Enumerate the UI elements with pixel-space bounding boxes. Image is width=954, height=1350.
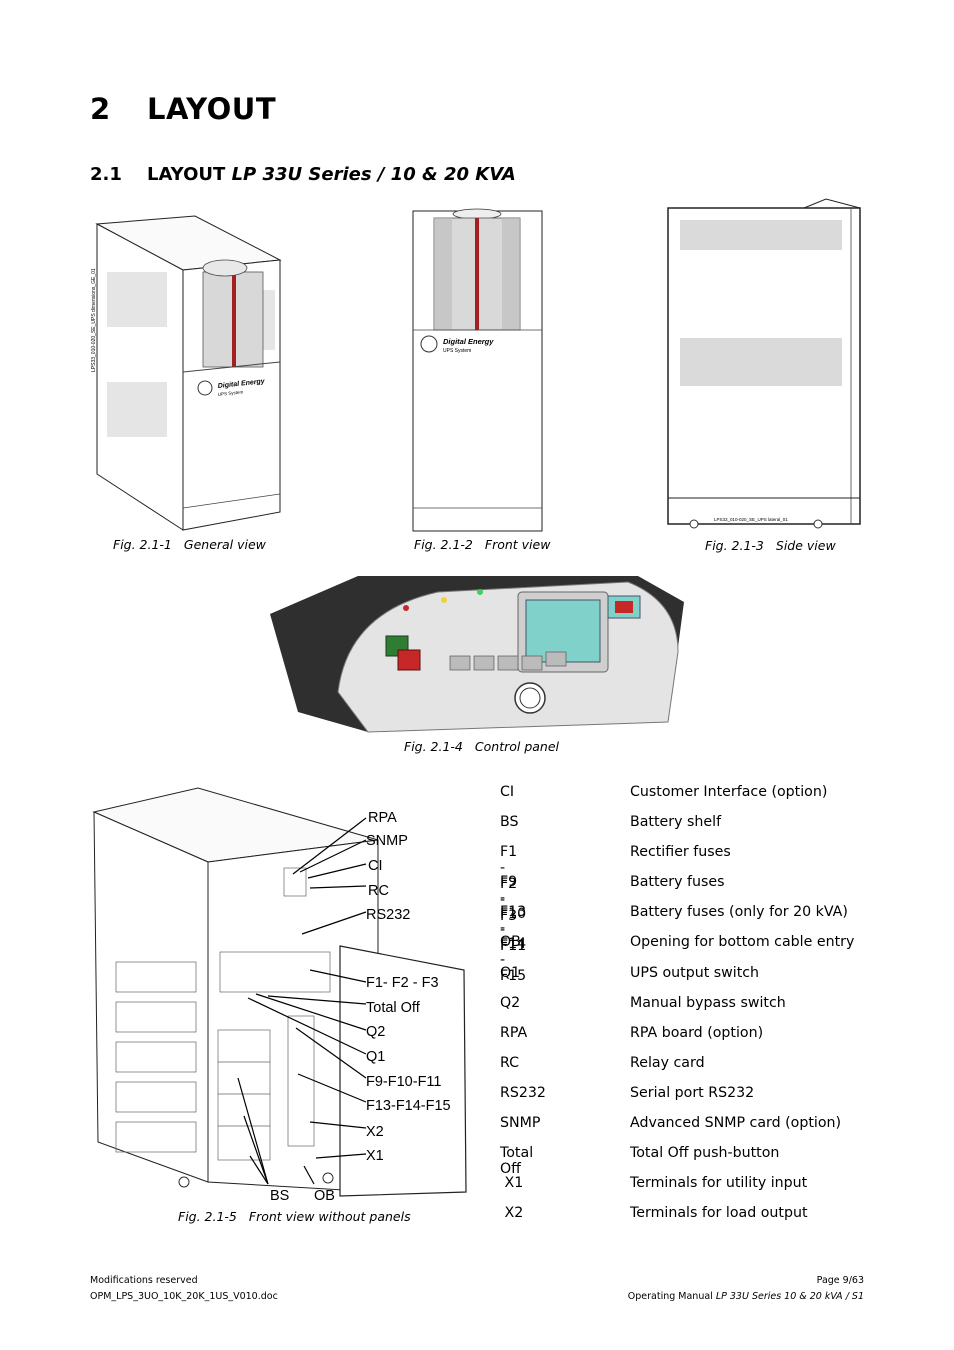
callout-rc: RC (368, 883, 389, 899)
callout-rs232: RS232 (366, 907, 410, 923)
section-title-prefix: LAYOUT (147, 164, 226, 185)
chapter-number: 2 (90, 92, 111, 126)
fig3-drawing-id: LPS33_010-020_SE_UPS lateral_01 (714, 517, 788, 522)
general-view-drawing: Digital Energy UPS System LPS33_010-020_… (91, 215, 282, 531)
footer-manual-title: Operating Manual LP 33U Series 10 & 20 k… (627, 1291, 864, 1302)
callout-f1-f3: F1- F2 - F3 (366, 975, 439, 991)
callout-snmp: SNMP (366, 833, 408, 849)
callout-total-off: Total Off (366, 1000, 421, 1016)
footer-filename: OPM_LPS_3UO_10K_20K_1US_V010.doc (90, 1291, 278, 1302)
callout-bs: BS (270, 1188, 289, 1204)
section-number: 2.1 (90, 164, 122, 185)
section-title-italic: LP 33U Series / 10 & 20 KVA (231, 164, 516, 185)
fig2-sub: UPS System (443, 348, 471, 354)
fig1-brand: Digital Energy (217, 378, 266, 390)
callout-q1: Q1 (366, 1049, 385, 1065)
callout-x1: X1 (366, 1148, 384, 1164)
callout-ci: CI (368, 858, 383, 874)
section-heading: 2.1 LAYOUT LP 33U Series / 10 & 20 KVA (90, 164, 516, 185)
fig1-sub: UPS System (218, 389, 244, 397)
front-view-drawing: Digital Energy UPS System (412, 208, 543, 532)
callout-f13-f15: F13-F14-F15 (366, 1098, 451, 1114)
footer-page-number: Page 9/63 (816, 1275, 864, 1286)
fig2-brand: Digital Energy (443, 337, 494, 346)
side-view-drawing: LPS33_010-020_SE_UPS lateral_01 (667, 198, 861, 529)
callout-f9-f11: F9-F10-F11 (366, 1074, 441, 1090)
chapter-title: LAYOUT (147, 92, 277, 126)
control-panel-drawing (270, 576, 684, 733)
front-view-without-panels-drawing: RPA SNMP CI RC RS232 F1- F2 - F3 Total O… (92, 787, 467, 1204)
footer-modifications: Modifications reserved (90, 1275, 198, 1286)
callout-rpa: RPA (368, 810, 397, 826)
callout-q2: Q2 (366, 1024, 385, 1040)
callout-x2: X2 (366, 1124, 384, 1140)
chapter-heading: 2 LAYOUT (90, 92, 276, 126)
fig1-vertical-label: LPS33_010-020_SE_UPS dimensions_GE_01 (91, 268, 97, 372)
callout-ob: OB (314, 1188, 335, 1204)
